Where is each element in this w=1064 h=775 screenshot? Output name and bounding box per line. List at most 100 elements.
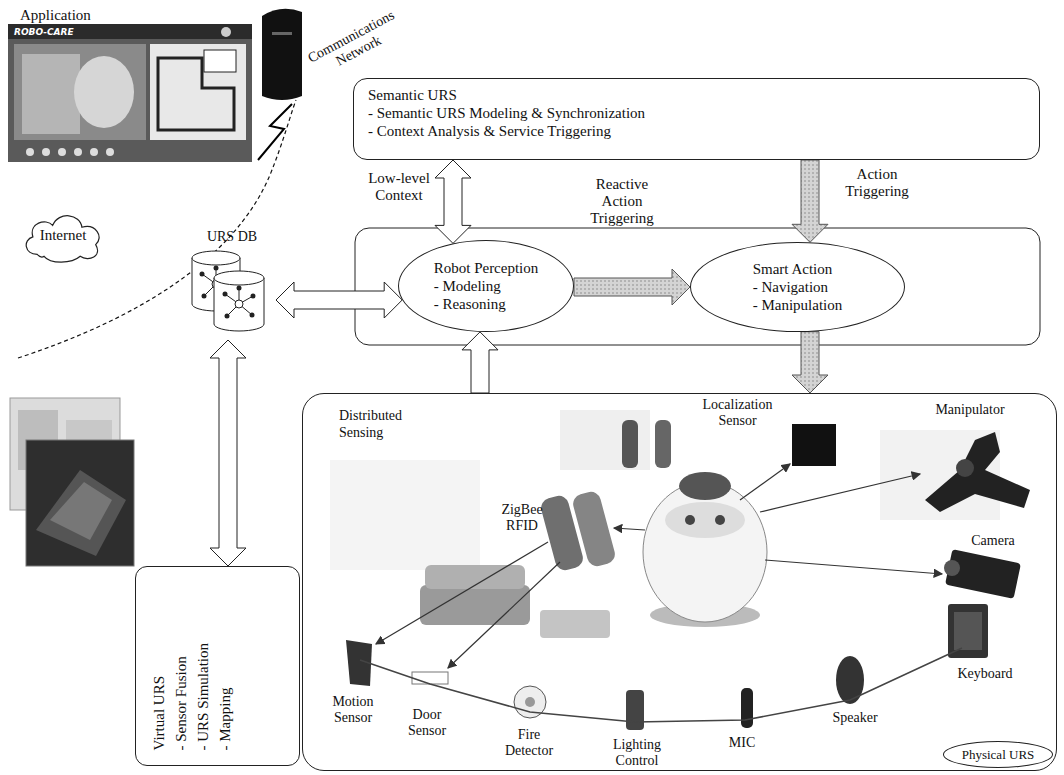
middle-layer-box	[355, 228, 1040, 345]
device-link-lines	[448, 562, 560, 668]
network-icon	[223, 292, 228, 297]
node-item: - Reasoning	[434, 295, 539, 313]
localization-sensor-icon	[792, 424, 836, 466]
application-screenshot	[8, 24, 252, 162]
block-arrow-shaded	[574, 269, 690, 305]
pc-device	[272, 32, 292, 35]
sofa	[540, 610, 610, 638]
urs-db: URS DB	[188, 228, 276, 340]
network-icon	[202, 294, 207, 299]
wireless-link	[258, 104, 292, 160]
device-link-lines	[376, 464, 942, 668]
ceiling-sensors	[622, 420, 671, 468]
virtual-urs-box: Virtual URS- Sensor Fusion- URS Simulati…	[135, 566, 300, 766]
pc-device	[262, 9, 302, 100]
node-item: - URS Simulation	[191, 582, 213, 750]
application-screenshot	[8, 24, 252, 39]
node-heading: Physical URS	[962, 746, 1035, 764]
middle-layer-box	[355, 228, 1040, 345]
cloud-outline	[26, 216, 99, 262]
device-label: Manipulator	[925, 402, 1015, 418]
network-icon	[225, 314, 230, 319]
device-label: Door Sensor	[398, 707, 456, 739]
robot	[643, 472, 767, 627]
robot	[643, 482, 767, 622]
database-icon	[188, 248, 268, 340]
node-heading: Robot Perception	[434, 259, 539, 277]
device-link-lines	[376, 542, 548, 644]
application-screenshot	[90, 148, 98, 156]
wireless-link	[258, 104, 292, 160]
device-link-lines	[765, 560, 942, 574]
ceiling-sensors	[655, 420, 671, 468]
smart-action-ellipse: Smart Action- Navigation- Manipulation	[690, 242, 905, 332]
node-item: - Context Analysis & Service Triggering	[368, 122, 1025, 140]
node-heading: Virtual URS	[147, 582, 169, 750]
device-label: Motion Sensor	[322, 694, 384, 726]
node-heading: Smart Action	[753, 260, 843, 278]
application-screenshot	[26, 148, 34, 156]
network-boundary	[18, 100, 296, 358]
internet-cloud: Internet	[20, 206, 106, 264]
fire-detector-icon	[525, 697, 535, 707]
application-screenshot	[8, 24, 252, 162]
network-boundary	[18, 100, 296, 358]
lighting-control-icon	[626, 690, 644, 730]
ellipse-text: Physical URS	[962, 746, 1035, 764]
camera-icon	[944, 549, 1021, 599]
network-icon	[251, 294, 256, 299]
keyboard-icon	[954, 612, 982, 650]
zigbee-rfid-device	[539, 490, 617, 573]
node-item: - Semantic URS Modeling & Synchronizatio…	[368, 104, 1025, 122]
block-arrow	[435, 160, 471, 243]
room-background	[560, 410, 650, 470]
device-label: Keyboard	[945, 666, 1025, 682]
virtual-screenshots	[36, 470, 126, 556]
door-sensor-icon	[412, 672, 448, 684]
block-arrow-shaded	[792, 160, 828, 242]
device-link-lines	[614, 528, 645, 530]
localization-sensor-icon	[792, 424, 836, 466]
application-screenshot	[22, 54, 80, 134]
sofa	[420, 585, 530, 625]
ellipse-text: Smart Action- Navigation- Manipulation	[753, 260, 843, 314]
network-icon	[235, 300, 243, 308]
zigbee-rfid-device	[571, 490, 617, 569]
application-screenshot	[74, 56, 134, 128]
application-screenshot	[42, 148, 50, 156]
application-screenshot	[74, 148, 82, 156]
keyboard-icon	[948, 604, 988, 658]
device-label: Camera	[958, 533, 1028, 549]
device-label: Localization Sensor	[690, 397, 785, 429]
room-background	[330, 460, 480, 570]
robot-perception-ellipse: Robot Perception- Modeling- Reasoning	[398, 240, 574, 332]
device-label: Fire Detector	[496, 727, 562, 759]
application-screenshot	[58, 148, 66, 156]
edge-label: Reactive Action Triggering	[580, 176, 664, 227]
device-label: Speaker	[822, 710, 888, 726]
edge-label: Action Triggering	[838, 166, 916, 200]
device-label: Lighting Control	[604, 737, 670, 769]
node-item: - Navigation	[753, 278, 843, 296]
ceiling-sensors	[622, 420, 638, 468]
region-label: Distributed Sensing	[339, 407, 419, 441]
lighting-control-icon	[626, 690, 644, 730]
device-label: ZigBee RFID	[492, 502, 552, 534]
application-screenshot	[106, 148, 114, 156]
network-icon	[237, 286, 242, 291]
node-heading: Semantic URS	[368, 86, 1025, 104]
application-screenshot	[14, 44, 146, 140]
manipulator-icon	[925, 432, 1030, 512]
robot	[685, 515, 695, 525]
rotated-text: Virtual URS- Sensor Fusion- URS Simulati…	[135, 566, 300, 766]
virtual-screenshots	[50, 482, 112, 540]
virtual-screenshots	[10, 398, 134, 566]
robot	[665, 502, 745, 538]
pc-device	[262, 9, 302, 100]
device-label: MIC	[722, 735, 762, 751]
block-arrow	[276, 282, 402, 318]
door-sensor-icon	[412, 672, 448, 684]
block-arrow	[210, 340, 246, 566]
logo-text: ROBO-CARE	[14, 26, 94, 38]
